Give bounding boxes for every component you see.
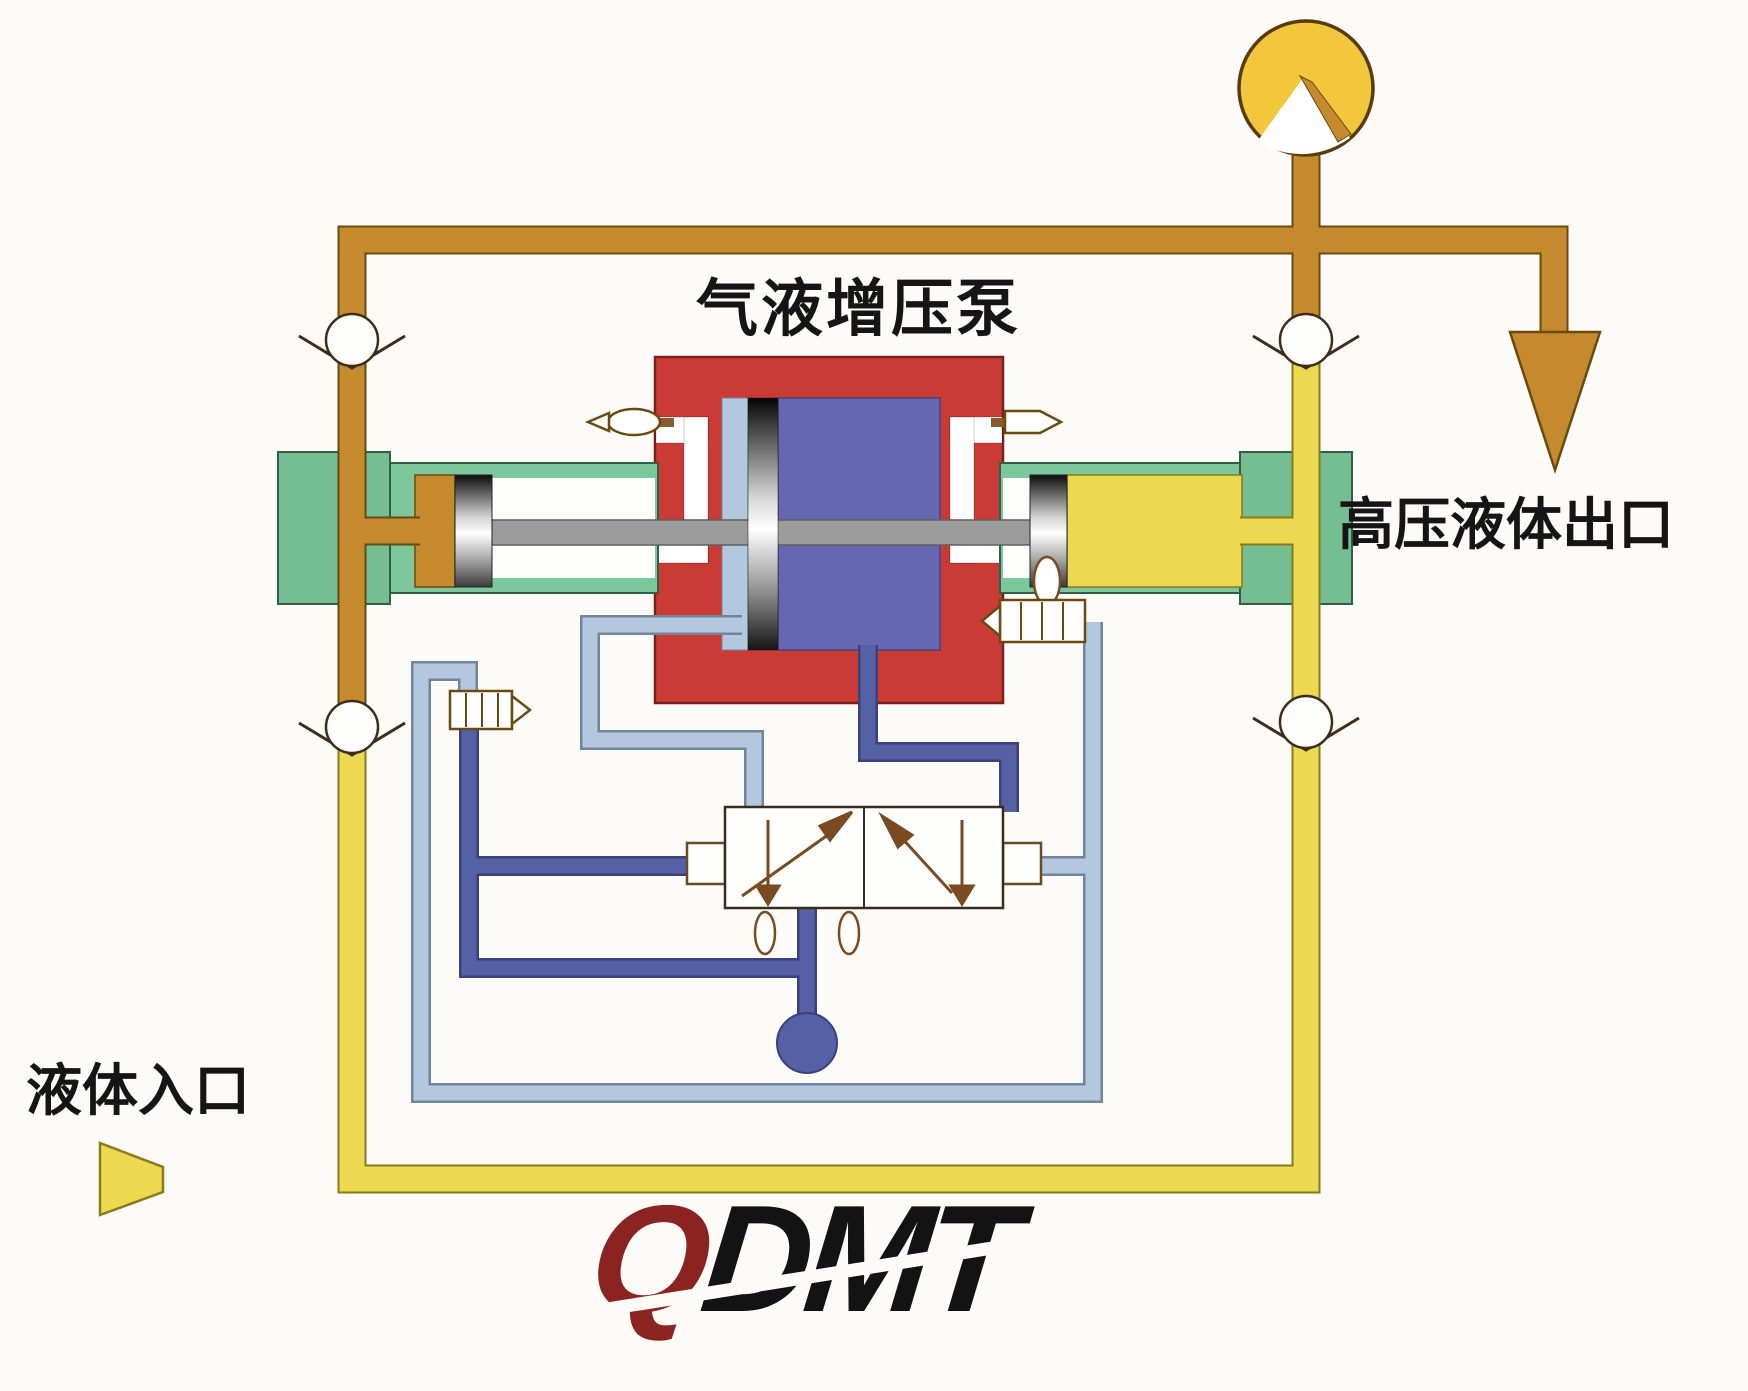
piston-left: [454, 474, 493, 588]
liquid-inlet-pipe: [98, 353, 1321, 1217]
valve-port-left: [685, 841, 727, 886]
pump-muffler-right-icon: [991, 409, 1064, 435]
valve-exhaust-oval: [837, 910, 861, 956]
pilot-channel-dark: [858, 645, 1019, 812]
pilot-ball: [776, 1012, 838, 1074]
check-valves: [298, 312, 1360, 757]
logo-letters-dmt: DMT: [694, 1174, 1021, 1344]
check-valve-icon: [324, 699, 380, 755]
liquid-chamber-left: [414, 474, 456, 588]
pilot-muffler-left-icon: [448, 689, 533, 731]
air-piston-disc: [747, 397, 779, 651]
outlet-label: 高压液体出口: [1338, 493, 1674, 556]
liquid-chamber-right: [1066, 474, 1243, 588]
valve-exhaust-oval: [753, 910, 777, 956]
pressure-gauge-icon: [1237, 19, 1375, 157]
pump-muffler-left-icon: [584, 407, 674, 437]
inlet-label: 液体入口: [26, 1059, 250, 1122]
valve-flow-arrows: [741, 810, 976, 907]
check-valve-icon: [324, 312, 380, 368]
pilot-line-light-loop: [411, 622, 1103, 1103]
check-valve-icon: [1278, 694, 1334, 750]
outlet-arrow: [1508, 330, 1602, 475]
pilot-roller-icon: [1032, 555, 1062, 607]
directional-valve: [685, 805, 1043, 956]
logo-letter-q: Q: [583, 1174, 713, 1344]
valve-port-right: [1001, 841, 1043, 886]
pilot-muffler-right-icon: [980, 555, 1087, 644]
diagram-title: 气液增压泵: [696, 275, 1022, 344]
pilot-channel-light: [580, 615, 764, 812]
inlet-arrow: [98, 1141, 165, 1217]
pilot-line-dark: [459, 710, 838, 1074]
high-pressure-outlet-pipe: [337, 152, 1602, 741]
check-valve-icon: [1278, 312, 1334, 368]
